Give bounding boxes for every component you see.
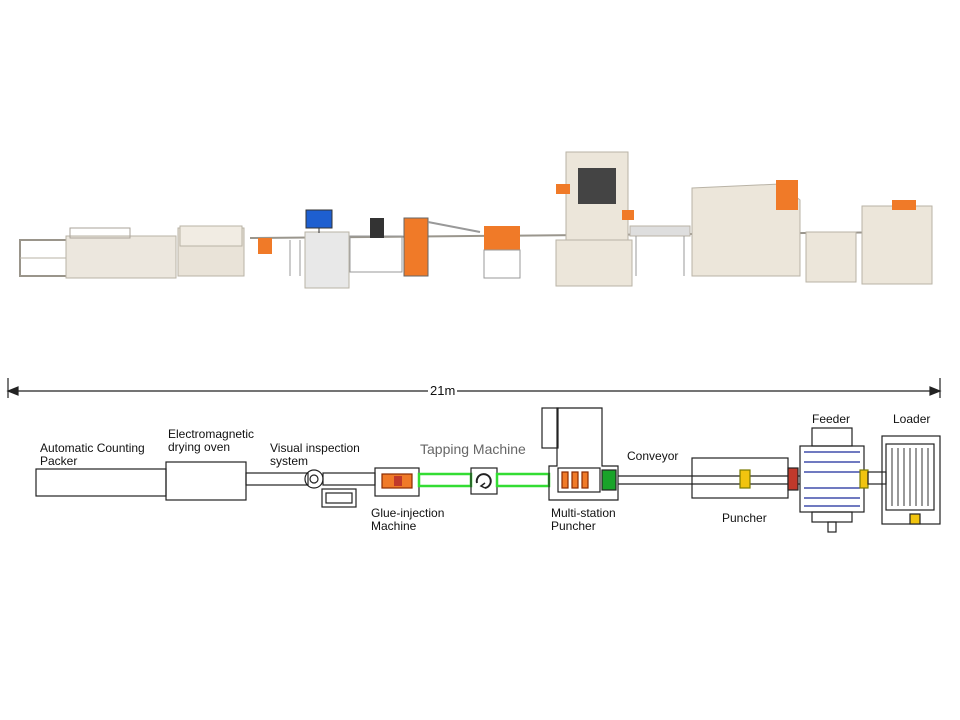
conveyor-legs xyxy=(289,240,301,276)
packer-top xyxy=(69,227,131,239)
label-tapping-machine: Tapping Machine xyxy=(420,441,526,457)
puncher-body xyxy=(691,183,801,277)
oven-lid xyxy=(179,225,243,247)
dimension-label: 21m xyxy=(428,383,458,398)
multi-station-puncher-outline xyxy=(541,407,619,501)
counting-packer-outline xyxy=(35,468,167,497)
puncher-accent xyxy=(776,180,798,210)
orange-stand xyxy=(484,226,520,250)
label-multi-station-puncher: Multi-station Puncher xyxy=(551,506,616,533)
glue-head xyxy=(370,218,384,238)
label-counting-packer: Automatic Counting Packer xyxy=(40,441,145,468)
multi-press-panel xyxy=(578,168,616,204)
oven-orange-part xyxy=(258,238,272,254)
loader-body xyxy=(861,205,933,285)
dimension-line xyxy=(6,378,942,398)
label-loader: Loader xyxy=(893,412,931,426)
label-puncher: Puncher xyxy=(722,511,767,525)
tapping-machine-outline xyxy=(470,467,498,495)
label-conveyor: Conveyor xyxy=(627,449,679,463)
inspection-cabinet xyxy=(304,231,350,289)
tapping-frame xyxy=(403,217,429,277)
loader-accent xyxy=(892,200,916,210)
label-drying-oven: Electromagnetic drying oven xyxy=(168,427,255,454)
drying-oven-outline xyxy=(165,461,247,501)
green-pipe-2 xyxy=(495,472,551,488)
visual-inspection-outline xyxy=(304,469,376,508)
loader-outline xyxy=(867,435,941,525)
tapping-orange xyxy=(404,218,428,276)
label-feeder: Feeder xyxy=(812,412,851,426)
feeder-body xyxy=(805,231,857,283)
multi-press-base xyxy=(555,239,633,287)
label-glue-injection: Glue-injection Machine xyxy=(371,506,445,533)
conveyor-table xyxy=(629,225,691,237)
production-line-photo xyxy=(19,151,933,289)
feeder-outline xyxy=(787,427,869,533)
glue-injection-outline xyxy=(374,467,420,497)
connector-1 xyxy=(245,472,309,486)
green-pipe-1 xyxy=(417,472,473,488)
conveyor-outline xyxy=(618,475,692,485)
puncher-outline xyxy=(691,457,800,499)
label-visual-inspection: Visual inspection system xyxy=(270,441,360,468)
packer-cabinet xyxy=(65,235,177,279)
